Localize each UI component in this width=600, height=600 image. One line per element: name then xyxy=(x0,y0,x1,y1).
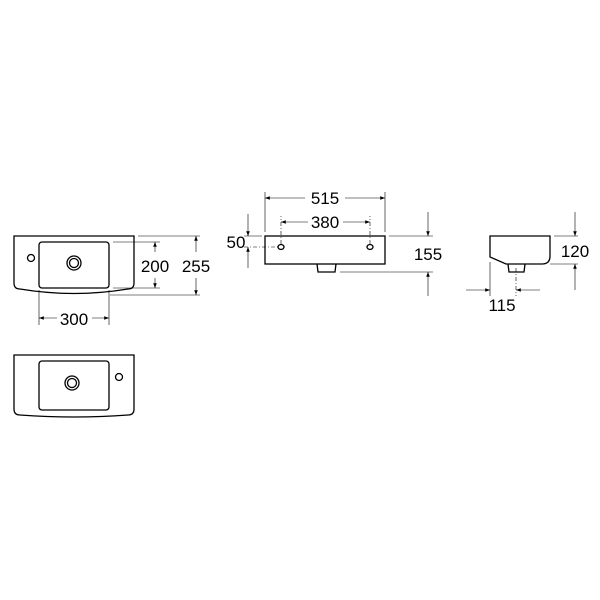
dim-inner-width: 300 xyxy=(60,310,88,329)
tap-hole xyxy=(26,253,36,263)
dim-hole-spacing: 380 xyxy=(311,213,339,232)
top-view-left-tap: 200 255 300 xyxy=(13,235,210,329)
dim-overall-height: 155 xyxy=(414,245,442,264)
dim-drain-offset: 115 xyxy=(488,296,515,315)
front-view: 515 380 50 155 xyxy=(227,189,442,296)
dim-hole-offset: 50 xyxy=(227,233,246,252)
dim-bowl-height: 120 xyxy=(561,242,589,261)
top-view-right-tap xyxy=(13,354,135,418)
dim-overall-width: 515 xyxy=(311,189,339,208)
drain-icon xyxy=(66,255,82,271)
dim-inner-depth: 200 xyxy=(141,257,169,276)
dim-overall-depth: 255 xyxy=(182,257,210,276)
side-view: 120 115 xyxy=(466,212,589,315)
